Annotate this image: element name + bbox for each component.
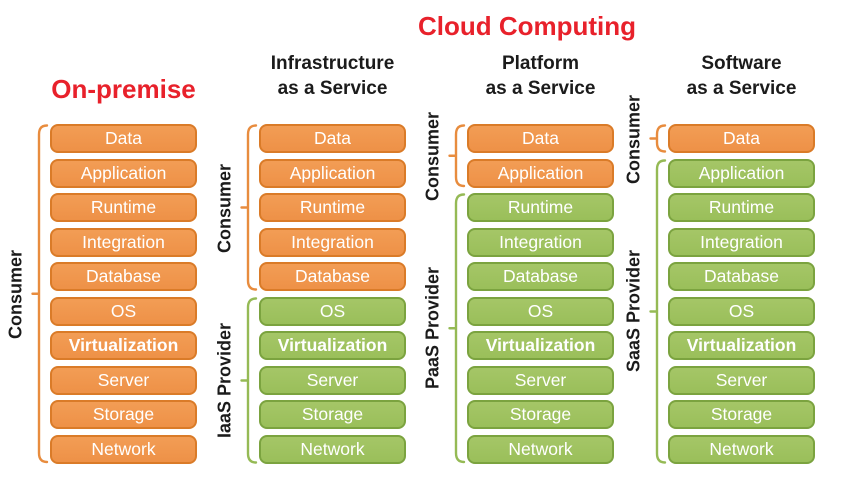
layer-box-virtualization: Virtualization	[259, 331, 406, 360]
layer-box-database: Database	[668, 262, 815, 291]
layer-box-server: Server	[467, 365, 614, 395]
iaas-iaas-provider-brace-icon	[240, 296, 258, 464]
layer-box-database: Database	[259, 262, 406, 291]
layer-box-integration: Integration	[259, 227, 406, 257]
column-title-line: Software	[701, 53, 782, 74]
layer-box-runtime: Runtime	[259, 193, 406, 222]
layer-box-data: Data	[50, 124, 197, 153]
layer-box-integration: Integration	[668, 227, 815, 257]
column-title-line: as a Service	[277, 78, 388, 99]
layer-box-application: Application	[668, 158, 815, 188]
layer-box-server: Server	[668, 365, 815, 395]
column-title-saas: Software as a Service	[668, 51, 815, 101]
column-title-line: as a Service	[686, 78, 797, 99]
layer-box-os: OS	[259, 296, 406, 326]
layer-box-integration: Integration	[467, 227, 614, 257]
layer-box-application: Application	[50, 158, 197, 188]
layer-box-network: Network	[259, 434, 406, 464]
layer-box-os: OS	[668, 296, 815, 326]
on-premise-consumer-label: Consumer	[5, 249, 26, 339]
layer-box-server: Server	[259, 365, 406, 395]
on-premise-consumer-brace-icon	[31, 124, 49, 464]
column-title-paas: Platform as a Service	[467, 51, 614, 101]
saas-saas-provider-label: SaaS Provider	[623, 249, 644, 373]
layer-box-data: Data	[467, 124, 614, 153]
layer-box-runtime: Runtime	[50, 193, 197, 222]
paas-consumer-brace-icon	[448, 124, 466, 188]
saas-saas-provider-brace-icon	[649, 158, 667, 464]
layer-box-server: Server	[50, 365, 197, 395]
column-title-line: as a Service	[485, 78, 596, 99]
layer-box-storage: Storage	[467, 400, 614, 429]
layer-box-runtime: Runtime	[467, 193, 614, 222]
column-title-line: Platform	[501, 53, 580, 74]
layer-box-storage: Storage	[259, 400, 406, 429]
layer-box-data: Data	[668, 124, 815, 153]
layer-box-storage: Storage	[50, 400, 197, 429]
layer-box-os: OS	[467, 296, 614, 326]
layer-box-network: Network	[668, 434, 815, 464]
layer-box-application: Application	[467, 158, 614, 188]
column-title-iaas: Infrastructure as a Service	[259, 51, 406, 101]
layer-box-network: Network	[467, 434, 614, 464]
layer-box-storage: Storage	[668, 400, 815, 429]
layer-box-network: Network	[50, 434, 197, 464]
iaas-iaas-provider-label: IaaS Provider	[214, 322, 235, 438]
layer-box-data: Data	[259, 124, 406, 153]
layer-box-application: Application	[259, 158, 406, 188]
diagram-title: Cloud Computing	[417, 11, 637, 41]
paas-paas-provider-brace-icon	[448, 193, 466, 464]
layer-box-runtime: Runtime	[668, 193, 815, 222]
layer-box-integration: Integration	[50, 227, 197, 257]
layer-box-database: Database	[467, 262, 614, 291]
paas-paas-provider-label: PaaS Provider	[422, 267, 443, 390]
iaas-consumer-brace-icon	[240, 124, 258, 291]
layer-box-virtualization: Virtualization	[668, 331, 815, 360]
saas-consumer-brace-icon	[649, 124, 667, 153]
layer-box-virtualization: Virtualization	[467, 331, 614, 360]
layer-box-os: OS	[50, 296, 197, 326]
layer-box-virtualization: Virtualization	[50, 331, 197, 360]
column-title-line: On-premise	[51, 74, 196, 104]
column-title-line: Infrastructure	[270, 53, 395, 74]
column-title-on-premise: On-premise	[50, 74, 197, 104]
layer-box-database: Database	[50, 262, 197, 291]
